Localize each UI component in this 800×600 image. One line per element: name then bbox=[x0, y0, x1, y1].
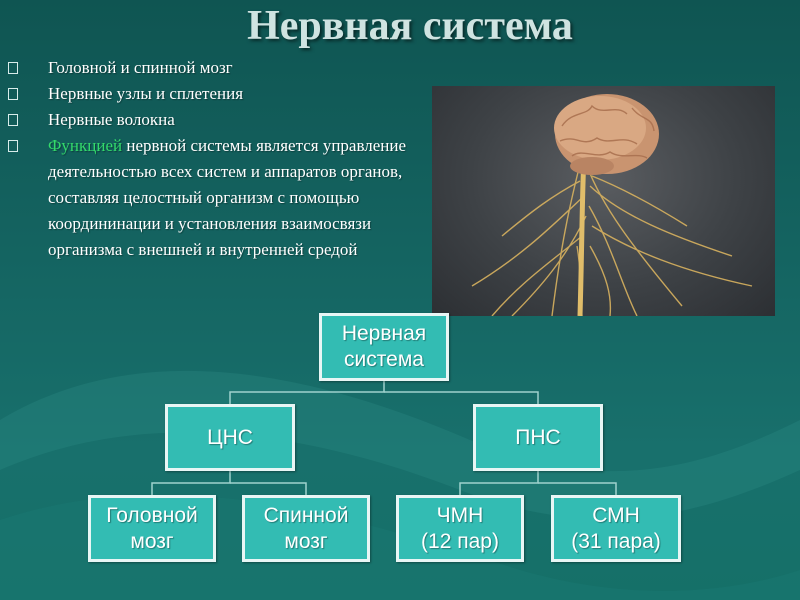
node-brain: Головной мозг bbox=[88, 495, 216, 562]
bullet-list: Головной и спинной мозг Нервные узлы и с… bbox=[8, 55, 428, 263]
bullet-icon bbox=[8, 88, 18, 100]
bullet-icon bbox=[8, 114, 18, 126]
function-text: нервной системы является управление деят… bbox=[48, 136, 407, 259]
node-pns: ПНС bbox=[473, 404, 603, 471]
slide-title: Нервная система bbox=[247, 3, 573, 49]
bullet-text: Нервные волокна bbox=[48, 110, 175, 129]
node-cranial-nerves: ЧМН (12 пар) bbox=[396, 495, 524, 562]
bullet-text: Головной и спинной мозг bbox=[48, 58, 233, 77]
bullet-item: Нервные узлы и сплетения bbox=[8, 81, 428, 107]
bullet-item: Головной и спинной мозг bbox=[8, 55, 428, 81]
bullet-text: Нервные узлы и сплетения bbox=[48, 84, 244, 103]
node-cns: ЦНС bbox=[165, 404, 295, 471]
bullet-icon bbox=[8, 62, 18, 74]
node-nervous-system: Нервная система bbox=[319, 313, 449, 381]
bullet-item: Нервные волокна bbox=[8, 107, 428, 133]
node-spinal-cord: Спинной мозг bbox=[242, 495, 370, 562]
function-highlight: Функцией bbox=[48, 136, 123, 155]
bullet-item-function: Функцией нервной системы является управл… bbox=[8, 133, 428, 263]
node-spinal-nerves: СМН (31 пара) bbox=[551, 495, 681, 562]
bullet-icon bbox=[8, 140, 18, 152]
brain-illustration-icon bbox=[471, 94, 753, 316]
nervous-system-image bbox=[432, 86, 775, 316]
